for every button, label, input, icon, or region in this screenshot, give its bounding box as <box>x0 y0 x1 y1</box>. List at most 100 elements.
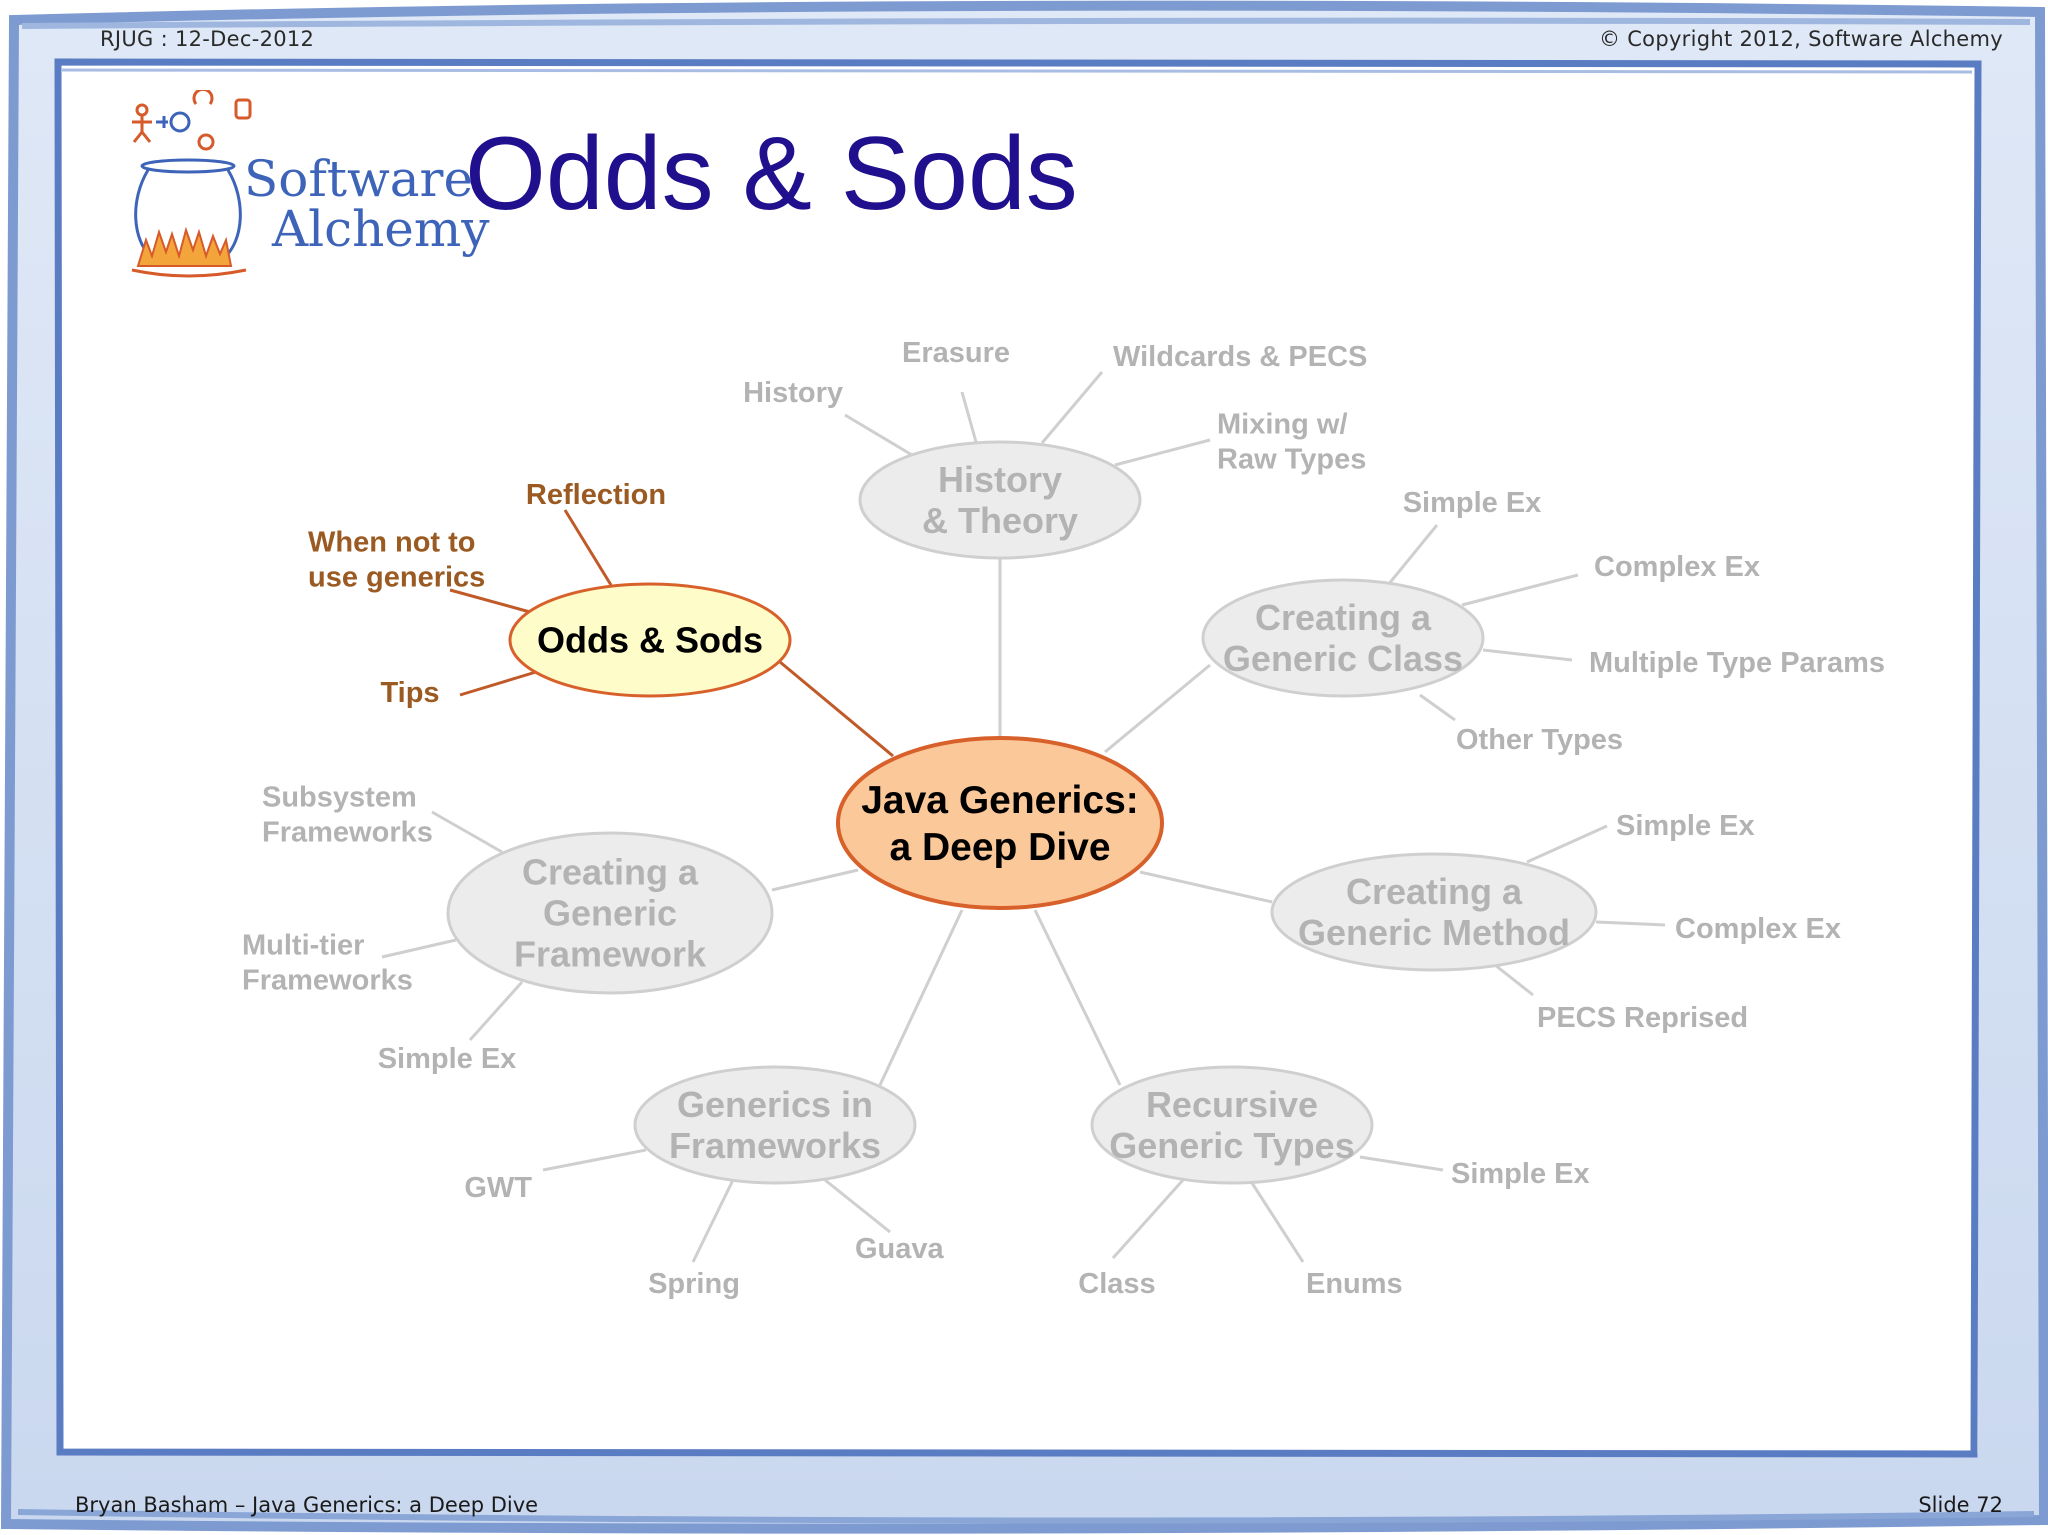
node-generic-framework-label-line: Creating a <box>522 852 699 893</box>
logo-word-software: Software <box>244 150 474 208</box>
leaf-history-erasure-line: Erasure <box>902 337 1010 369</box>
leaf-frameworks-guava-line: Guava <box>855 1233 945 1265</box>
leaf-method-complex-line: Complex Ex <box>1675 913 1841 945</box>
leaf-history-wildcards-line: Wildcards & PECS <box>1113 341 1367 373</box>
leaf-odds-reflection-line: Reflection <box>526 479 666 511</box>
connector-method-complex <box>1595 920 1666 927</box>
node-generic-framework-label-line: Framework <box>514 934 707 975</box>
connector-frameworks-gwt <box>542 1148 647 1172</box>
node-generic-method-bubble <box>1270 852 1598 972</box>
connector-history-erasure <box>960 391 978 443</box>
leaf-framework-simple-line: Simple Ex <box>378 1043 517 1075</box>
connector-generic-class <box>1104 663 1211 754</box>
connector-odds-reflection <box>563 509 613 586</box>
slide-title: Odds & Sods <box>465 116 1078 232</box>
node-generic-framework-bubble <box>446 831 774 995</box>
connector-odds-when-not <box>449 588 531 614</box>
leaf-framework-multitier-line: Frameworks <box>242 965 413 997</box>
leaf-frameworks-spring-line: Spring <box>648 1268 740 1300</box>
leaf-class-complex: Complex Ex <box>1594 551 1760 583</box>
header-left: RJUG : 12-Dec-2012 <box>100 27 315 51</box>
leaf-framework-subsystem-line: Subsystem <box>262 782 417 814</box>
leaf-history-mixing-line: Mixing w/ <box>1217 409 1348 441</box>
leaf-recursive-simple: Simple Ex <box>1451 1158 1590 1190</box>
node-center-java-generics-label-line: a Deep Dive <box>889 826 1110 869</box>
leaf-class-simple-line: Simple Ex <box>1403 487 1542 519</box>
node-history-theory-bubble <box>858 440 1142 560</box>
connector-odds-tips <box>459 670 537 697</box>
connector-recursive <box>1033 909 1122 1086</box>
leaf-method-pecs: PECS Reprised <box>1537 1002 1748 1034</box>
leaf-history-wildcards: Wildcards & PECS <box>1113 341 1367 373</box>
leaf-odds-tips: Tips <box>380 677 439 709</box>
leaf-class-simple: Simple Ex <box>1403 487 1542 519</box>
leaf-recursive-enums: Enums <box>1306 1268 1403 1300</box>
leaf-class-other-line: Other Types <box>1456 724 1623 756</box>
node-generics-in-frameworks-label-line: Generics in <box>677 1084 873 1125</box>
node-generic-class-bubble <box>1201 578 1485 698</box>
leaf-recursive-simple-line: Simple Ex <box>1451 1158 1590 1190</box>
connector-framework-subsystem <box>431 810 503 854</box>
node-center-java-generics-label-line: Java Generics: <box>861 779 1139 822</box>
leaf-odds-tips-line: Tips <box>380 677 439 709</box>
node-generics-in-frameworks-label-line: Frameworks <box>669 1125 881 1166</box>
node-history-theory-label: History& Theory <box>922 459 1078 541</box>
node-generic-class-label-line: Creating a <box>1255 597 1432 638</box>
node-recursive-generic-types-label-line: Generic Types <box>1109 1125 1354 1166</box>
leaf-odds-when-not-line: use generics <box>308 562 485 594</box>
leaf-framework-subsystem-line: Frameworks <box>262 817 433 849</box>
leaf-recursive-class: Class <box>1078 1268 1155 1300</box>
leaf-history-mixing: Mixing w/Raw Types <box>1217 409 1366 476</box>
node-odds-sods-bubble <box>508 582 792 698</box>
leaf-history-mixing-line: Raw Types <box>1217 444 1366 476</box>
connector-frameworks-guava <box>824 1178 891 1234</box>
leaf-recursive-class-line: Class <box>1078 1268 1155 1300</box>
logo-word-alchemy: Alchemy <box>272 200 490 258</box>
connector-class-multiple <box>1482 648 1573 662</box>
footer-right: Slide 72 <box>1918 1493 2003 1517</box>
connectors <box>381 371 1666 1263</box>
connector-method-pecs <box>1494 963 1534 997</box>
leaf-frameworks-spring: Spring <box>648 1268 740 1300</box>
connector-method-simple <box>1526 824 1608 864</box>
leaf-odds-when-not-line: When not to <box>308 527 476 559</box>
node-generic-framework-label-line: Generic <box>543 893 677 934</box>
connector-framework-simple <box>468 980 524 1042</box>
cauldron-icon <box>131 90 252 278</box>
node-center-java-generics-bubble <box>836 736 1164 910</box>
connector-class-complex <box>1461 573 1579 607</box>
connector-recursive-simple <box>1359 1155 1444 1172</box>
node-generic-method-label-line: Generic Method <box>1298 912 1570 953</box>
connector-generic-method <box>1139 870 1273 904</box>
leaf-method-complex: Complex Ex <box>1675 913 1841 945</box>
footer-left: Bryan Basham – Java Generics: a Deep Div… <box>75 1493 539 1517</box>
node-history-theory-label-line: & Theory <box>922 500 1078 541</box>
node-odds-sods[interactable]: Odds & Sods <box>508 582 792 698</box>
connector-class-other <box>1419 693 1456 722</box>
node-center-java-generics-label: Java Generics:a Deep Dive <box>861 779 1139 869</box>
leaf-frameworks-gwt: GWT <box>464 1172 532 1204</box>
leaf-class-multiple: Multiple Type Params <box>1589 647 1885 679</box>
node-recursive-generic-types-bubble <box>1090 1065 1374 1185</box>
node-odds-sods-label: Odds & Sods <box>537 620 763 661</box>
connector-framework <box>771 868 859 892</box>
leaf-framework-multitier-line: Multi-tier <box>242 930 364 962</box>
node-history-theory[interactable]: History& Theory <box>858 440 1142 560</box>
node-center-java-generics[interactable]: Java Generics:a Deep Dive <box>836 736 1164 910</box>
connector-odds <box>779 660 894 758</box>
leaf-history-history: History <box>743 377 843 409</box>
leaf-history-history-line: History <box>743 377 843 409</box>
connector-frameworks <box>878 909 964 1086</box>
